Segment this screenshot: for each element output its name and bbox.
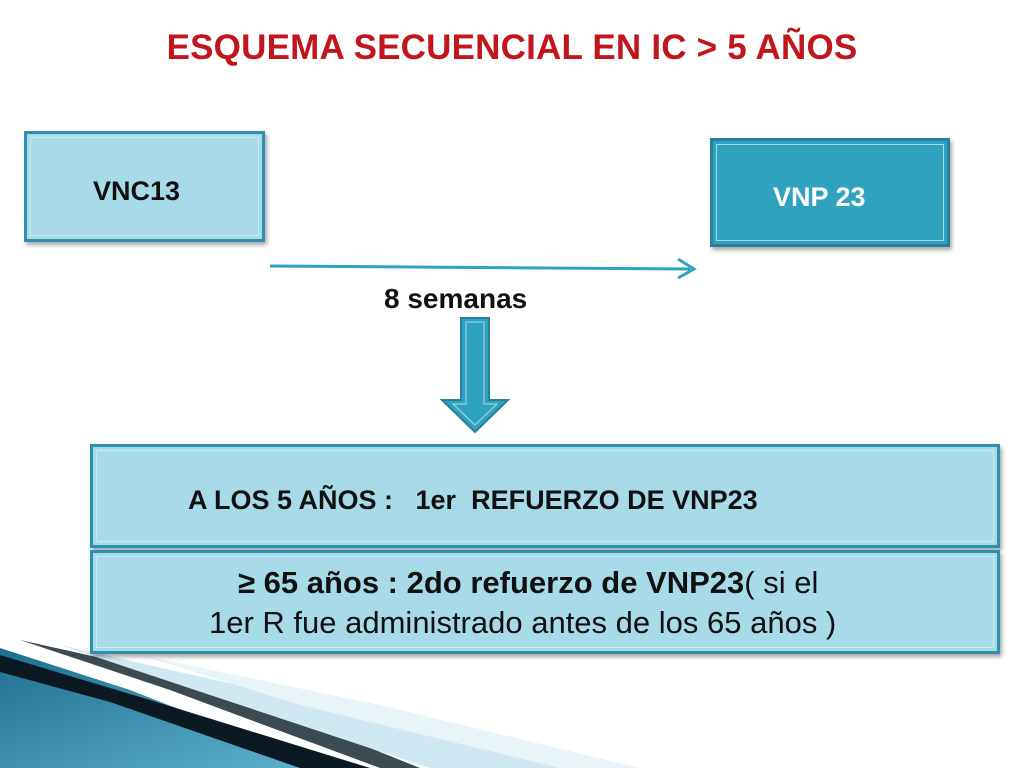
vnp23-box: VNP 23 — [710, 138, 950, 247]
booster-65-line2: 1er R fue administrado antes de los 65 a… — [209, 605, 837, 640]
interval-label: 8 semanas — [384, 283, 528, 314]
booster-5-years-label: A LOS 5 AÑOS : 1er REFUERZO DE VNP23 — [188, 485, 758, 515]
booster-65-line1: ≥ 65 años : 2do refuerzo de VNP23( si el — [238, 565, 818, 601]
vnp23-label: VNP 23 — [773, 182, 866, 212]
booster-65-rest: ( si el — [744, 565, 819, 600]
booster-65-bold: ≥ 65 años : 2do refuerzo de VNP23 — [238, 565, 745, 600]
booster-5-years-box: A LOS 5 AÑOS : 1er REFUERZO DE VNP23 — [90, 444, 1000, 548]
page-title: ESQUEMA SECUENCIAL EN IC > 5 AÑOS — [166, 28, 858, 67]
booster-65-box: ≥ 65 años : 2do refuerzo de VNP23( si el… — [90, 550, 1000, 654]
vnc13-label: VNC13 — [93, 176, 181, 206]
vnc13-box: VNC13 — [24, 131, 265, 242]
